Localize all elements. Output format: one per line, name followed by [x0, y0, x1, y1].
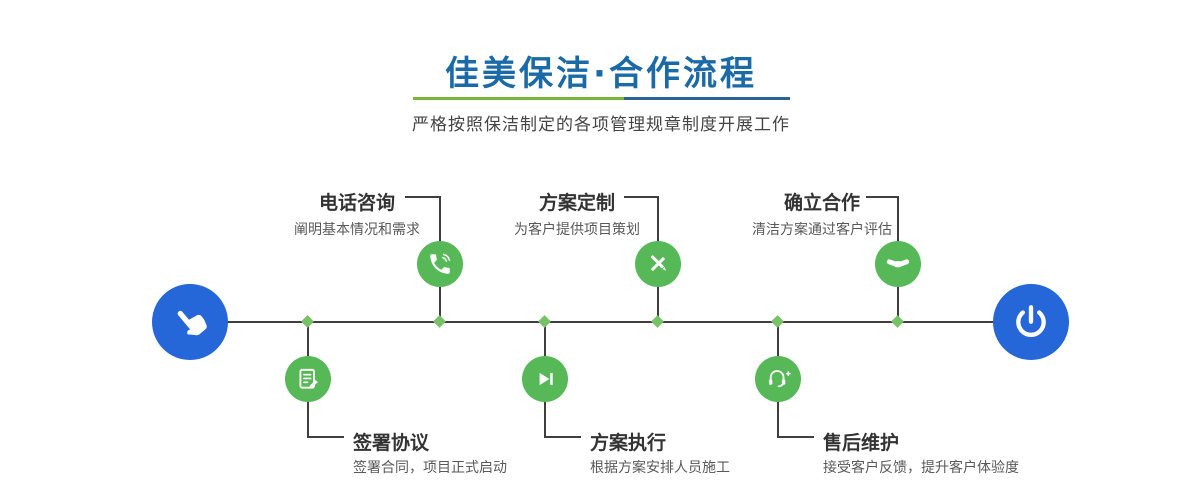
page-subtitle: 严格按照保洁制定的各项管理规章制度开展工作 — [412, 115, 790, 135]
step-title-phone-consult: 电话咨询 — [318, 192, 395, 214]
headset-icon-badge — [755, 356, 801, 402]
handshake-icon — [886, 259, 910, 268]
connector-line — [897, 287, 899, 322]
title-underline — [413, 97, 790, 100]
step-desc-after-sales: 接受客户反馈，提升客户体验度 — [823, 460, 1019, 476]
step-desc-phone-consult: 阐明基本情况和需求 — [294, 222, 420, 238]
step-desc-plan-execute: 根据方案安排人员施工 — [590, 460, 730, 476]
connector-line — [866, 196, 899, 198]
contract-icon-badge — [285, 356, 331, 402]
connector-line — [777, 402, 779, 438]
step-title-sign-agreement: 签署协议 — [353, 432, 430, 454]
play-icon-badge — [522, 356, 568, 402]
connector-line — [657, 287, 659, 322]
connector-line — [439, 196, 441, 242]
play-icon — [539, 372, 553, 386]
connector-line — [307, 436, 344, 438]
step-desc-sign-agreement: 签署合同，项目正式启动 — [353, 460, 507, 476]
step-desc-plan-design: 为客户提供项目策划 — [514, 222, 640, 238]
connector-line — [897, 196, 899, 242]
timeline-node-diamond — [433, 315, 446, 328]
contract-icon — [299, 368, 318, 389]
timeline-line — [190, 321, 1031, 323]
handshake-icon-badge — [875, 241, 921, 287]
phone-icon — [430, 253, 451, 274]
timeline-node-diamond — [538, 315, 551, 328]
connector-line — [624, 196, 659, 198]
page-title: 佳美保洁·合作流程 — [445, 54, 757, 94]
connector-line — [307, 322, 309, 356]
headset-icon — [768, 370, 791, 388]
connector-line — [544, 322, 546, 356]
connector-line — [307, 402, 309, 438]
underline-blue-segment — [624, 97, 790, 100]
connector-line — [405, 196, 441, 198]
connector-line — [439, 287, 441, 322]
connector-line — [777, 436, 814, 438]
step-desc-establish-coop: 清洁方案通过客户评估 — [752, 222, 892, 238]
power-icon — [1016, 305, 1046, 337]
step-title-establish-coop: 确立合作 — [783, 192, 860, 214]
phone-icon-badge — [417, 241, 463, 287]
timeline-node-diamond — [771, 315, 784, 328]
step-title-after-sales: 售后维护 — [823, 432, 900, 454]
connector-line — [544, 436, 581, 438]
connector-line — [777, 322, 779, 356]
connector-line — [544, 402, 546, 438]
step-title-plan-design: 方案定制 — [538, 192, 615, 214]
end-node — [993, 284, 1069, 360]
start-node — [152, 284, 228, 360]
timeline-node-diamond — [891, 315, 904, 328]
connector-line — [657, 196, 659, 242]
timeline-node-diamond — [651, 315, 664, 328]
step-title-plan-execute: 方案执行 — [590, 432, 667, 454]
pencil-ruler-icon — [650, 255, 667, 271]
hand-pointer-icon — [177, 310, 207, 336]
underline-green-segment — [413, 97, 625, 100]
pencil-ruler-icon-badge — [635, 241, 681, 287]
timeline-node-diamond — [301, 315, 314, 328]
